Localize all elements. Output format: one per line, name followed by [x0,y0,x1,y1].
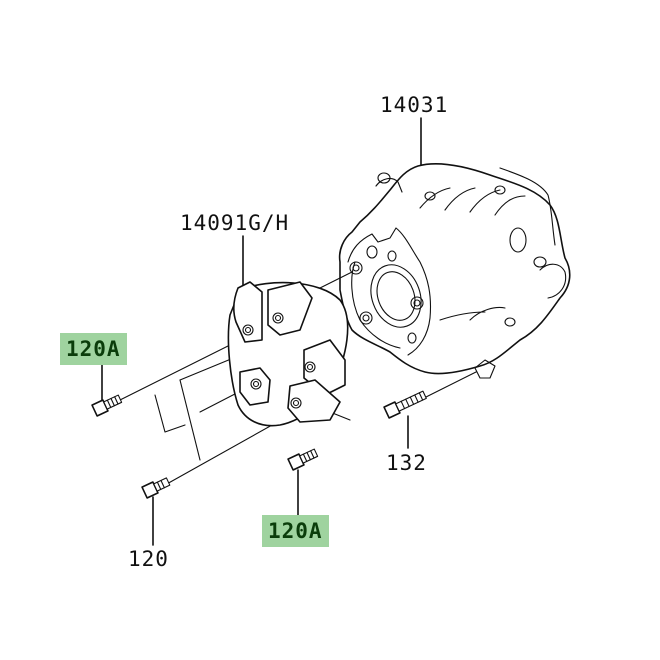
bolt-132-long [383,390,427,419]
callout-14031: 14031 [380,93,449,117]
callout-120: 120 [128,547,169,571]
bolt-120-lower [141,477,171,499]
callout-120A-upper: 120A [60,333,127,365]
leader-lines [101,117,422,546]
bolt-120A-lower [287,448,319,471]
damper-part-14091 [227,281,349,427]
callout-120A-lower: 120A [262,515,329,547]
cover-part-14031 [338,163,571,379]
callout-132: 132 [386,451,427,475]
bolt-120A-upper [91,394,123,417]
callout-14091: 14091G/H [180,211,290,235]
